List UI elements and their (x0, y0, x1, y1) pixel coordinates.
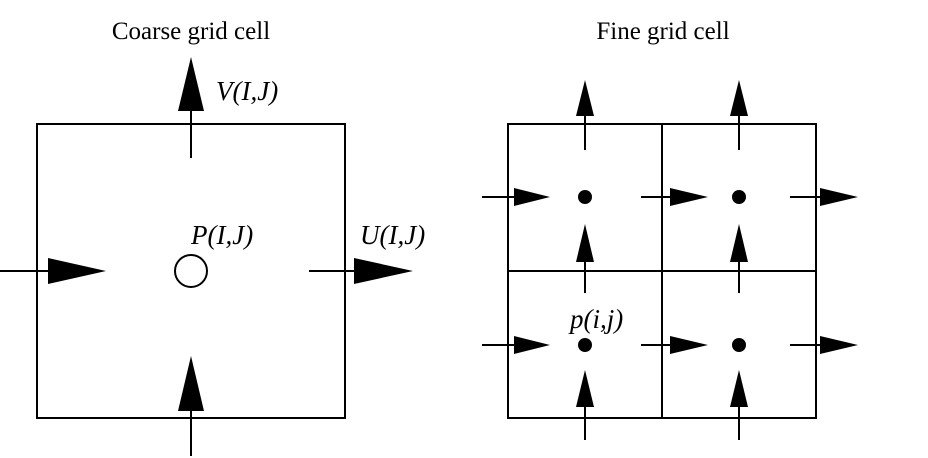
fine-grid-panel: Fine grid cell (482, 18, 858, 440)
fine-v-arrow (576, 370, 594, 440)
u-velocity-arrow-right (309, 258, 413, 284)
coarse-title: Coarse grid cell (112, 18, 270, 45)
fine-u-arrow (641, 336, 708, 354)
coarse-pressure-node (174, 254, 208, 288)
fine-u-arrow (641, 188, 708, 206)
fine-u-arrow (790, 188, 858, 206)
fine-pressure-node (578, 338, 592, 352)
fine-pressure-label: p(i,j) (568, 304, 623, 334)
fine-v-arrow (576, 80, 594, 150)
u-velocity-arrow-left (0, 258, 106, 284)
fine-v-arrow (576, 224, 594, 293)
fine-pressure-node (732, 338, 746, 352)
fine-v-arrow (730, 370, 748, 440)
coarse-pressure-label: P(I,J) (190, 220, 253, 250)
fine-u-arrow (790, 336, 858, 354)
v-velocity-arrow-bottom (178, 356, 204, 456)
v-velocity-arrow-top (178, 57, 204, 158)
fine-pressure-node (732, 190, 746, 204)
fine-v-arrow (730, 224, 748, 293)
coarse-u-label: U(I,J) (360, 220, 425, 250)
fine-title: Fine grid cell (596, 18, 729, 45)
fine-v-arrow (730, 80, 748, 150)
fine-u-arrow (482, 188, 550, 206)
coarse-v-label: V(I,J) (216, 76, 278, 106)
fine-u-arrow (482, 336, 550, 354)
fine-pressure-node (578, 190, 592, 204)
coarse-grid-panel: Coarse grid cell P(I,J) U(I,J) V(I,J) (0, 18, 425, 456)
